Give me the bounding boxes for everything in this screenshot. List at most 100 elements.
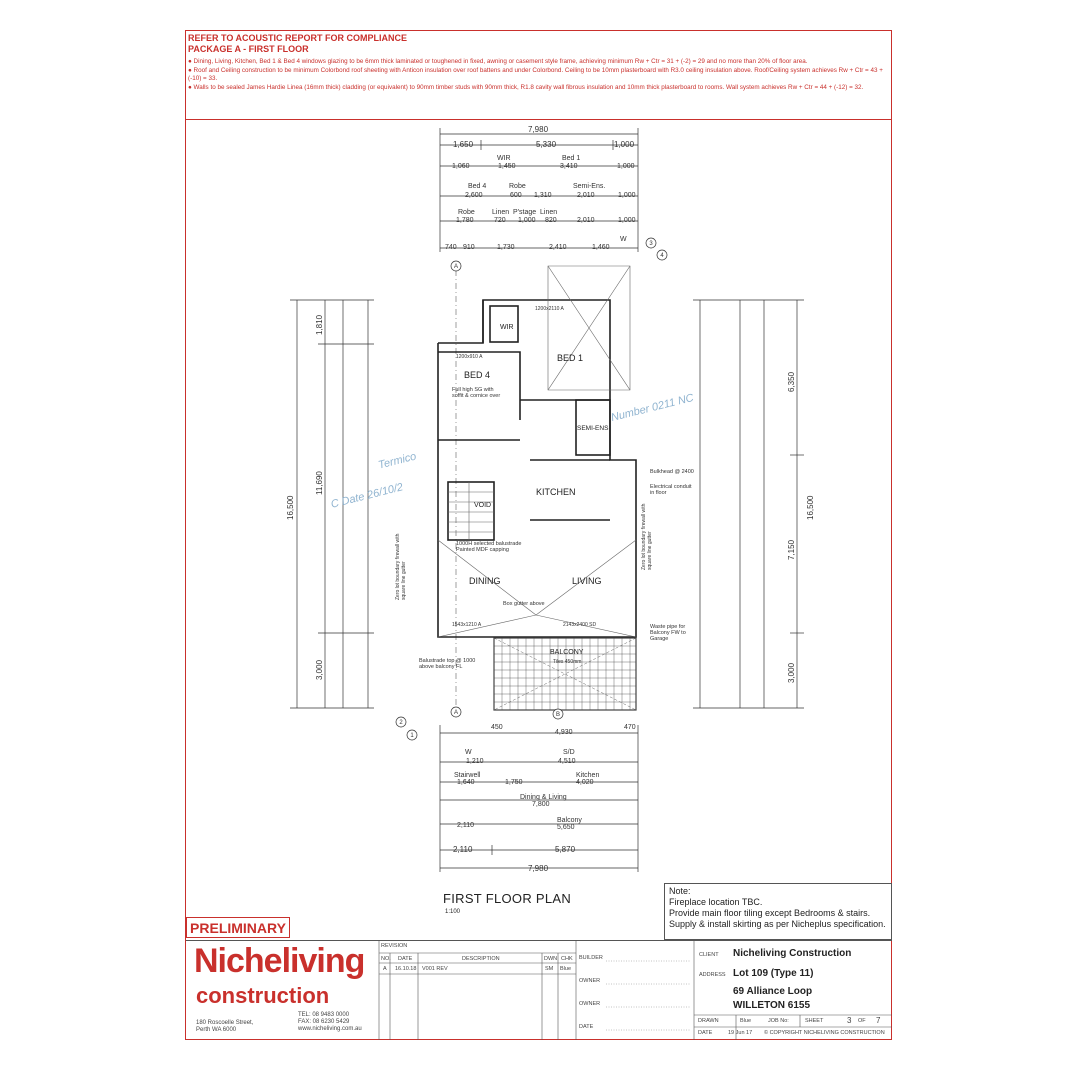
dim-bot3-a: 1,640: [457, 779, 475, 786]
sign-owner-2: OWNER: [579, 1001, 601, 1007]
plan-scale: 1:100: [445, 909, 461, 915]
bulkhead-note: Bulkhead @ 2400: [650, 469, 694, 475]
header-note-2: ● Roof and Ceiling construction to be mi…: [188, 66, 883, 83]
room-bed1: BED 1: [557, 353, 584, 363]
dim-r2-robe: Robe: [509, 183, 526, 190]
revision-row-chk: Blue: [560, 966, 572, 972]
revision-header: REVISION: [381, 943, 408, 949]
revision-row-date: 16.10.18: [395, 966, 417, 972]
date-value: 19 Jun 17: [728, 1030, 753, 1036]
dim-r1-wir: WIR: [497, 155, 511, 162]
acoustic-header: REFER TO ACOUSTIC REPORT FOR COMPLIANCE …: [188, 33, 888, 92]
dim-r3-c: 1,000: [518, 217, 536, 224]
dim-bot1-a: 450: [491, 724, 503, 731]
svg-text:2: 2: [399, 720, 403, 726]
revision-col-desc: DESCRIPTION: [462, 956, 500, 962]
sign-builder: BUILDER: [579, 955, 603, 961]
dim-bot5-b: 5,650: [557, 824, 575, 831]
dim-r3-d: 820: [545, 217, 557, 224]
company-tel: TEL: 08 9483 0000: [298, 1012, 350, 1018]
dim-r1-c: 3,410: [560, 163, 578, 170]
dim-r3-robe: Robe: [458, 209, 475, 216]
note-line-1: Fireplace location TBC.: [669, 897, 763, 907]
dim-r3-e: 2,010: [577, 217, 595, 224]
address-label: ADDRESS: [699, 972, 726, 978]
room-bed4: BED 4: [464, 370, 491, 380]
dim-bot1-b: 4,930: [555, 729, 573, 736]
room-wir: WIR: [500, 324, 514, 331]
company-logo-name: Nicheliving: [194, 942, 365, 980]
sign-owner-1: OWNER: [579, 978, 601, 984]
room-kitchen: KITCHEN: [536, 487, 576, 497]
room-semi-ens: SEMI-ENS: [577, 425, 609, 432]
sheet-label: SHEET: [805, 1018, 824, 1024]
drawn-value: Blue: [740, 1018, 752, 1024]
client-label: CLIENT: [699, 952, 719, 958]
copyright-note: © COPYRIGHT NICHELIVING CONSTRUCTION: [764, 1030, 885, 1036]
svg-text:A: A: [454, 264, 458, 270]
dim-r4-d: 2,410: [549, 244, 567, 251]
revision-row-desc: V001 REV: [422, 966, 448, 972]
drawn-label: DRAWN: [698, 1018, 719, 1024]
client-value: Nicheliving Construction: [733, 948, 852, 959]
dim-r1-bed1: Bed 1: [562, 155, 581, 162]
header-subtitle: PACKAGE A - FIRST FLOOR: [188, 44, 309, 54]
note-line-2: Provide main floor tiling except Bedroom…: [669, 908, 871, 918]
svg-text:1: 1: [410, 733, 414, 739]
balustrade-note: 1000H selected balustrade Painted MDF ca…: [456, 541, 522, 553]
dim-r2-e: 1,000: [618, 192, 636, 199]
dim-r3-f: 1,000: [618, 217, 636, 224]
revision-row-no: A: [383, 966, 387, 972]
dim-bot3-kitchen: Kitchen: [576, 772, 600, 779]
dim-r3-linen2: Linen: [540, 209, 558, 216]
room-dining: DINING: [469, 576, 501, 586]
dim-top-c: 1,000: [614, 140, 635, 149]
header-note-3: ● Walls to be sealed James Hardie Linea …: [188, 83, 864, 91]
dim-r4-e: 1,460: [592, 244, 610, 251]
revision-col-chk: CHK: [561, 956, 573, 962]
preliminary-badge: PRELIMINARY: [186, 917, 290, 938]
company-address: 180 Roscoelle Street, Perth WA 6000: [196, 1020, 253, 1034]
sheet-of: OF: [858, 1018, 866, 1024]
title-block: [186, 940, 892, 1041]
job-label: JOB No:: [768, 1018, 789, 1024]
svg-text:4: 4: [660, 253, 664, 259]
dim-top-a: 1,650: [453, 140, 474, 149]
waste-note: Waste pipe for Balcony FW to Garage: [650, 624, 686, 642]
dim-r1-a: 1,060: [452, 163, 470, 170]
dim-r2-b: 600: [510, 192, 522, 199]
note-box: Note: Fireplace location TBC. Provide ma…: [664, 883, 892, 940]
dim-r2-a: 2,600: [465, 192, 483, 199]
header-divider: [186, 119, 891, 120]
dim-r3-a: 1,780: [456, 217, 474, 224]
dim-r2-d: 2,010: [577, 192, 595, 199]
sheet-total: 7: [876, 1016, 881, 1025]
dim-bot3-stair: Stairwell: [454, 772, 481, 779]
dim-bot1-c: 470: [624, 724, 636, 731]
company-logo-sub: construction: [196, 983, 330, 1008]
dim-bot4-a: 7,800: [532, 801, 550, 808]
balustrade-top-note: Balustrade top @ 1000 above balcony FL: [419, 658, 476, 670]
room-balcony: BALCONY: [550, 649, 584, 656]
sheet-value: 3: [847, 1016, 852, 1025]
dim-bot-total: 7,980: [528, 864, 549, 873]
dim-r2-bed4: Bed 4: [468, 183, 487, 190]
dim-bot2-w: W: [465, 749, 472, 756]
address-line-2: 69 Alliance Loop: [733, 986, 813, 997]
svg-text:B: B: [556, 712, 560, 718]
dim-bot6-b: 5,870: [555, 845, 576, 854]
dim-bot2-b: 4,510: [558, 758, 576, 765]
dim-r3-pstage: P'stage: [513, 209, 537, 216]
revision-col-no: NO.: [381, 956, 391, 962]
balcony-tiles-note: Tiles 450mm: [553, 659, 582, 665]
dim-bot5-a: 2,110: [457, 822, 474, 829]
company-street: 180 Roscoelle Street,: [196, 1020, 254, 1026]
address-line-3: WILLETON 6155: [733, 1000, 811, 1011]
dim-r4-a: 740: [445, 244, 457, 251]
dim-bot3-b: 1,750: [505, 779, 523, 786]
plan-title: FIRST FLOOR PLAN: [443, 891, 572, 906]
dim-bot6-a: 2,110: [453, 845, 473, 854]
header-title: REFER TO ACOUSTIC REPORT FOR COMPLIANCE: [188, 33, 408, 43]
